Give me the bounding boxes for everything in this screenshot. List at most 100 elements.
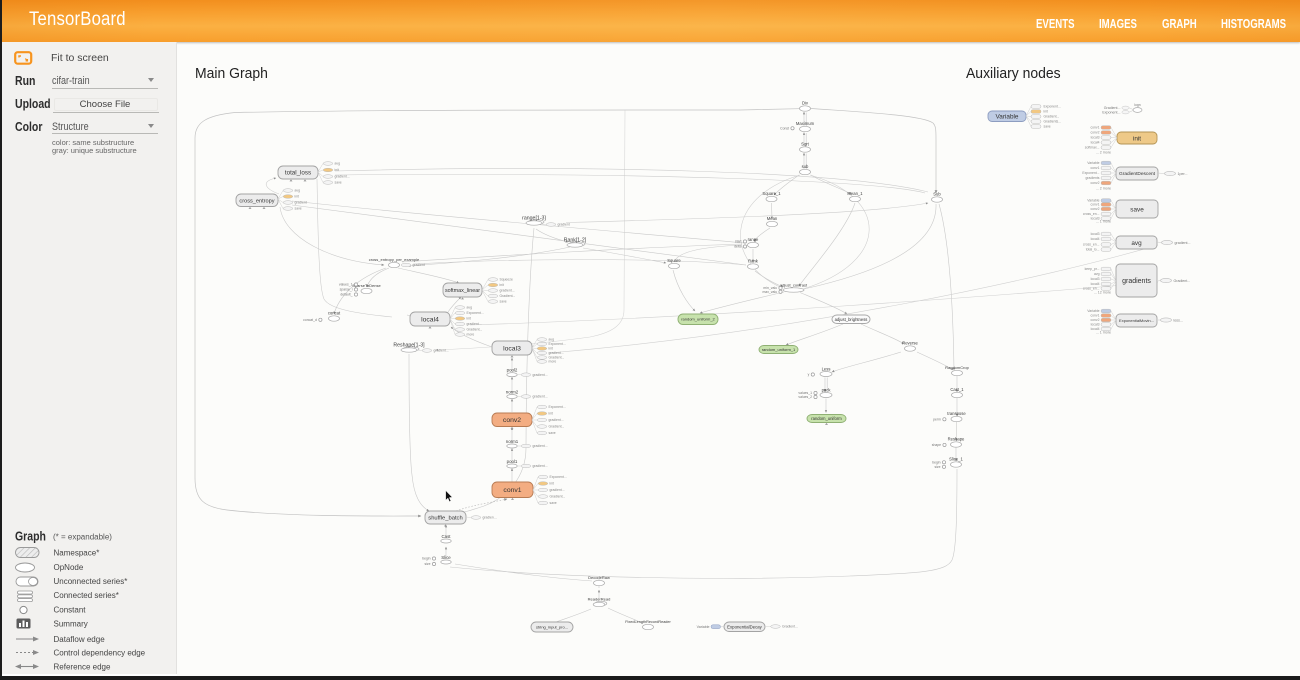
svg-text:gradien...: gradien... [483, 516, 497, 520]
svg-text:local3: local3 [503, 345, 521, 352]
svg-text:Gradient...: Gradient... [782, 625, 798, 629]
svg-text:init: init [549, 347, 553, 351]
svg-text:Maximum: Maximum [796, 121, 815, 126]
svg-text:Variable: Variable [996, 114, 1019, 121]
svg-text:Sqrt: Sqrt [801, 142, 810, 147]
svg-text:size: size [424, 562, 430, 566]
svg-text:concat_d: concat_d [303, 318, 317, 322]
svg-text:cross_en...: cross_en... [1083, 212, 1100, 216]
svg-text:y: y [808, 373, 810, 377]
svg-text:pool1: pool1 [507, 459, 518, 464]
svg-text:local3: local3 [1091, 217, 1100, 221]
svg-text:total_lo...: total_lo... [1086, 248, 1100, 252]
svg-text:Gradient...: Gradient... [1044, 115, 1060, 119]
svg-text:ExponentialMovin...: ExponentialMovin... [1119, 318, 1154, 323]
svg-text:avg: avg [1094, 272, 1100, 276]
svg-text:gradient: gradient [413, 263, 425, 267]
svg-text:gradient...: gradient... [533, 464, 548, 468]
svg-text:Exponent...: Exponent... [549, 342, 566, 346]
svg-text:conv2: conv2 [503, 417, 521, 424]
svg-text:conv2: conv2 [1090, 131, 1099, 135]
svg-text:RandomCrop: RandomCrop [945, 365, 970, 370]
svg-text:SparseToDense: SparseToDense [352, 283, 381, 288]
svg-text:Const: Const [780, 127, 789, 131]
svg-text:gradient...: gradient... [1175, 241, 1191, 245]
svg-text:... 12 more: ... 12 more [1094, 291, 1111, 295]
svg-text:Exponent...: Exponent... [550, 475, 567, 479]
svg-text:adjust_brightness: adjust_brightness [835, 317, 868, 322]
svg-text:Summary: Summary [54, 620, 88, 629]
svg-text:Cast: Cast [441, 534, 451, 539]
svg-text:Div: Div [802, 101, 809, 106]
svg-text:Cast_1: Cast_1 [950, 387, 964, 392]
svg-text:sparse_i: sparse_i [340, 288, 353, 292]
svg-text:init: init [335, 168, 339, 172]
svg-text:begin: begin [422, 557, 430, 561]
svg-text:Mean: Mean [767, 216, 778, 221]
svg-text:save: save [549, 431, 556, 435]
svg-text:... 1 more: ... 1 more [1096, 331, 1111, 335]
svg-text:Gradient...: Gradient... [1104, 106, 1121, 110]
svg-text:init: init [467, 317, 471, 321]
svg-text:logn: logn [1134, 103, 1141, 107]
svg-text:start: start [735, 240, 742, 244]
svg-text:avg: avg [1131, 240, 1142, 247]
svg-text:norm1: norm1 [506, 439, 519, 444]
svg-text:local3: local3 [1091, 232, 1100, 236]
svg-text:gradient: gradient [295, 201, 307, 205]
svg-text:Squeeze: Squeeze [500, 278, 513, 282]
svg-text:delta: delta [734, 245, 741, 249]
svg-text:max_valu: max_valu [762, 290, 777, 294]
svg-text:Rank: Rank [748, 259, 759, 264]
svg-text:conv1: conv1 [1090, 314, 1099, 318]
svg-text:local3: local3 [1091, 323, 1100, 327]
svg-text:Variable: Variable [1087, 309, 1099, 313]
svg-text:Exponent...: Exponent... [1044, 105, 1061, 109]
svg-text:conv1: conv1 [1090, 203, 1099, 207]
svg-text:more: more [467, 333, 475, 337]
svg-text:avg: avg [335, 162, 341, 166]
svg-text:Gradient...: Gradient... [1174, 279, 1191, 283]
svg-text:Sub: Sub [933, 192, 941, 197]
svg-text:size: size [934, 465, 940, 469]
svg-text:init: init [550, 482, 554, 486]
svg-text:cross_en...: cross_en... [1083, 287, 1100, 291]
svg-text:pool2: pool2 [507, 368, 518, 373]
svg-text:Gradient...: Gradient... [549, 356, 565, 360]
svg-text:more: more [549, 360, 557, 364]
svg-text:conv2: conv2 [1090, 318, 1099, 322]
svg-text:Namespace*: Namespace* [54, 549, 100, 558]
svg-text:Square_1: Square_1 [762, 191, 781, 196]
svg-text:FixedLengthRecordReader: FixedLengthRecordReader [625, 620, 671, 624]
svg-text:init: init [1044, 110, 1048, 114]
svg-text:gradient...: gradient... [549, 351, 564, 355]
svg-text:GradientDescent: GradientDescent [1119, 171, 1156, 177]
svg-text:cross_entropy_per_example: cross_entropy_per_example [369, 257, 420, 262]
svg-text:local3: local3 [1091, 136, 1100, 140]
svg-text:save: save [1130, 206, 1144, 213]
svg-text:avg: avg [549, 338, 555, 342]
svg-text:conv1: conv1 [1090, 126, 1099, 130]
svg-text:Constant: Constant [54, 606, 87, 615]
svg-text:Dataflow edge: Dataflow edge [54, 635, 106, 644]
svg-text:Control dependency edge: Control dependency edge [54, 649, 146, 658]
svg-text:shape: shape [932, 443, 941, 447]
svg-text:gradient: gradient [558, 223, 570, 227]
svg-text:random_uniform_1: random_uniform_1 [762, 347, 796, 352]
svg-text:concat: concat [328, 311, 341, 316]
svg-text:Gradient...: Gradient... [549, 425, 565, 429]
svg-text:save: save [550, 501, 557, 505]
svg-text:adjust_contrast: adjust_contrast [780, 283, 808, 288]
svg-text:Unconnected series*: Unconnected series* [54, 577, 128, 586]
svg-text:gradient...: gradient... [533, 395, 548, 399]
svg-text:range: range [748, 237, 759, 242]
svg-text:Square: Square [667, 258, 681, 263]
svg-text:ReaderRead: ReaderRead [588, 597, 611, 602]
svg-text:gradient...: gradient... [533, 373, 548, 377]
svg-text:Reference edge: Reference edge [54, 663, 111, 672]
svg-text:random_uniform_2: random_uniform_2 [681, 317, 715, 322]
svg-text:local4: local4 [1091, 282, 1100, 286]
svg-text:init: init [1133, 135, 1141, 142]
svg-text:Exponent...: Exponent... [1102, 111, 1120, 115]
svg-text:init: init [295, 195, 299, 199]
